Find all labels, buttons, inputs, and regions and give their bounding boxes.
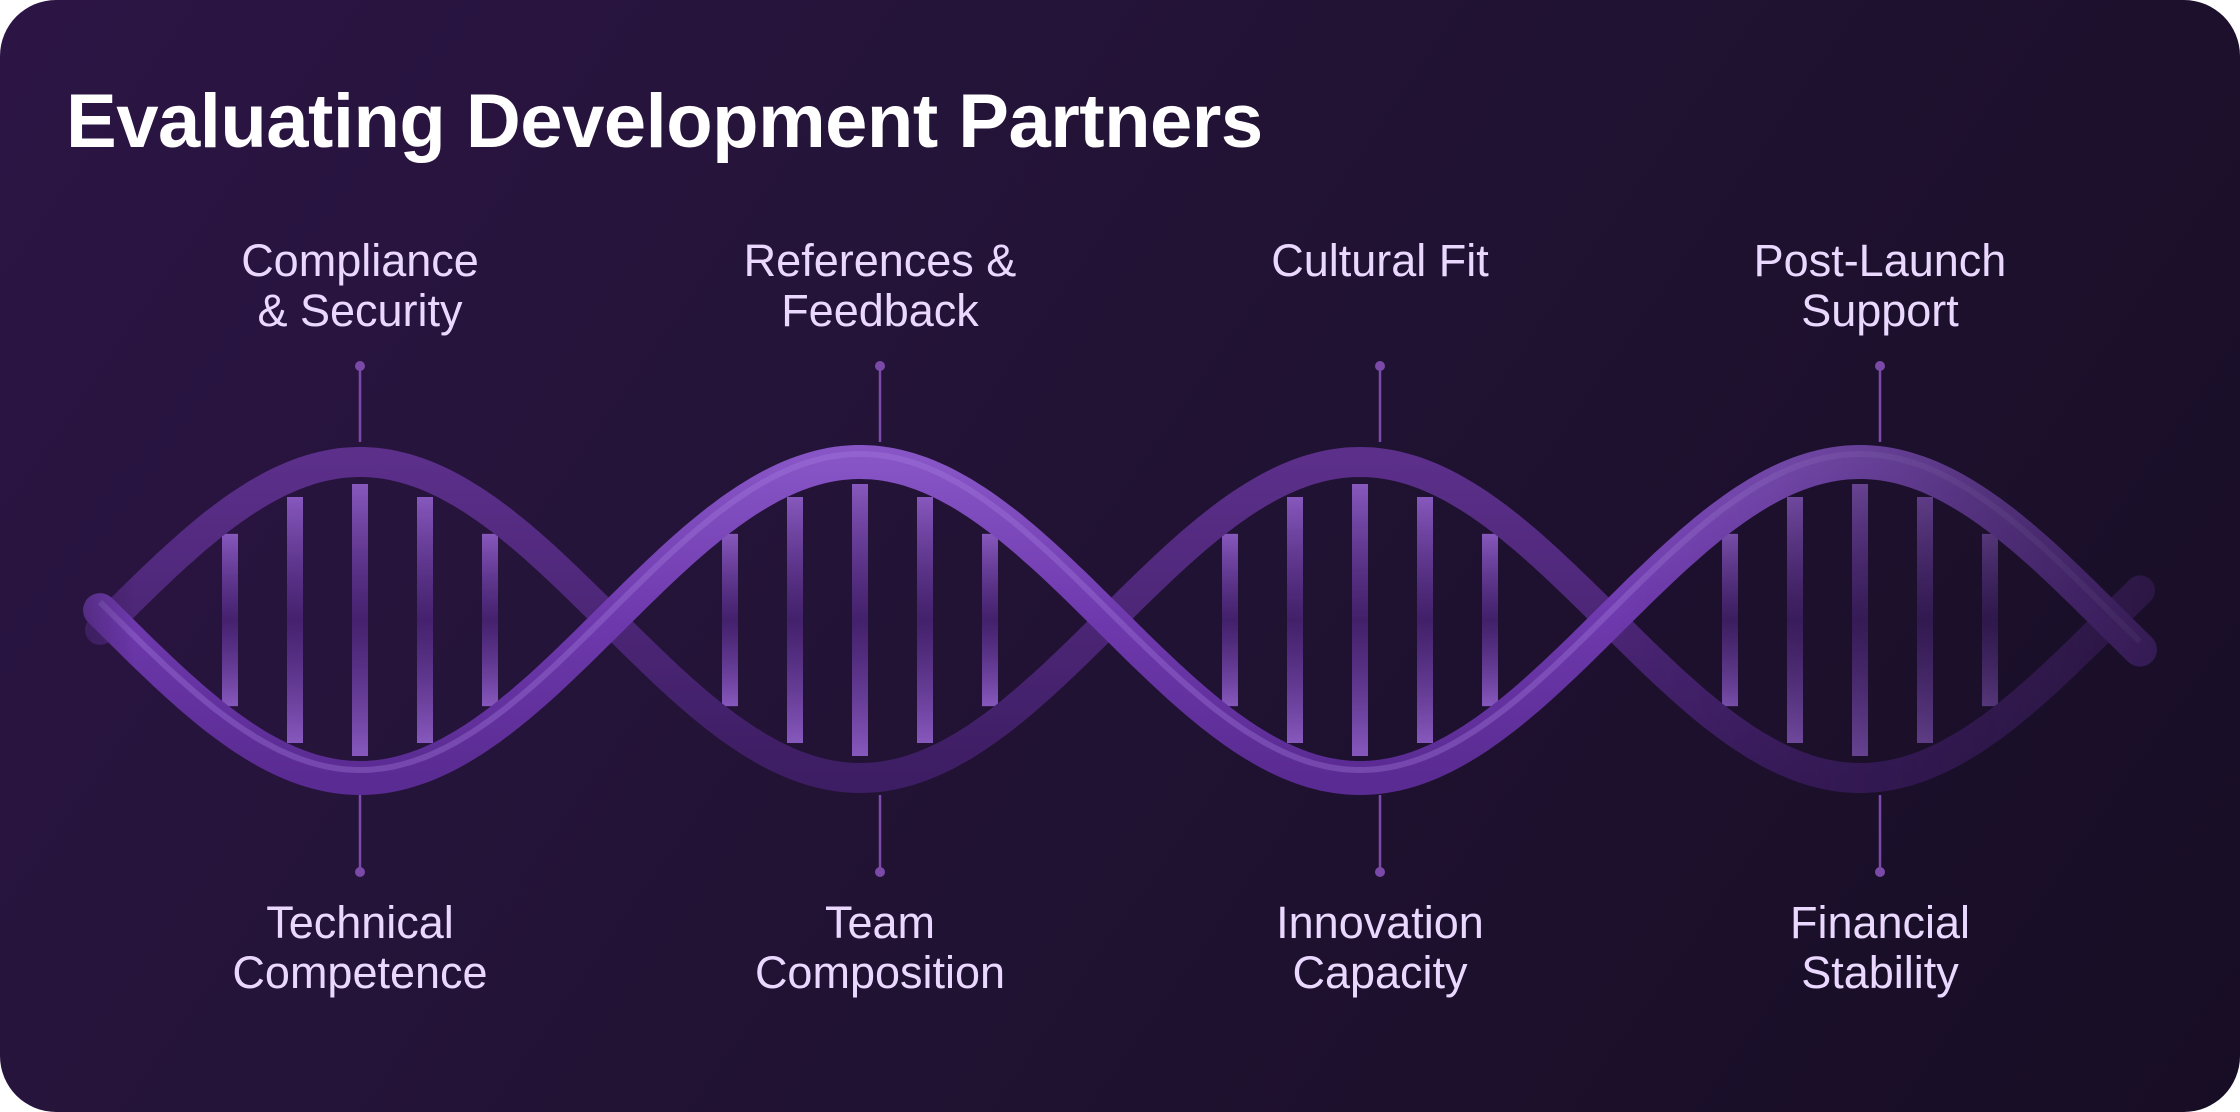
helix-rung xyxy=(1482,533,1498,707)
helix-rung xyxy=(787,496,803,744)
label-connectors xyxy=(355,361,1885,877)
criterion-innovation-capacity: Innovation Capacity xyxy=(1276,897,1484,998)
criterion-compliance-security: Compliance & Security xyxy=(241,235,479,336)
helix-rung xyxy=(287,496,303,744)
helix-rung xyxy=(1222,533,1238,707)
connector-dot xyxy=(875,867,885,877)
helix-rung xyxy=(1982,533,1998,707)
helix-rung xyxy=(1722,533,1738,707)
criterion-financial-stability: Financial Stability xyxy=(1789,897,1971,998)
connector-dot xyxy=(1375,867,1385,877)
helix-rung xyxy=(852,484,868,756)
helix-rungs xyxy=(222,484,1998,756)
helix-rung xyxy=(417,496,433,744)
helix-rung xyxy=(1417,496,1433,744)
criterion-cultural-fit: Cultural Fit xyxy=(1271,235,1489,286)
page-title: Evaluating Development Partners xyxy=(66,79,1263,164)
helix-rung xyxy=(1287,496,1303,744)
connector-dot xyxy=(355,867,365,877)
helix-rung xyxy=(482,533,498,707)
helix-strand-front xyxy=(83,445,2157,796)
helix-rung xyxy=(352,484,368,756)
helix-rung xyxy=(722,533,738,707)
helix-rung xyxy=(1917,496,1933,744)
helix-rung xyxy=(222,533,238,707)
criterion-references-feedback: References & Feedback xyxy=(743,235,1017,336)
helix-rung xyxy=(982,533,998,707)
criterion-post-launch-support: Post-Launch Support xyxy=(1753,235,2007,336)
helix-rung xyxy=(1787,496,1803,744)
connector-dot xyxy=(1875,867,1885,877)
helix-rung xyxy=(917,496,933,744)
helix-rung xyxy=(1352,484,1368,756)
criterion-team-composition: Team Composition xyxy=(754,897,1006,998)
helix-rung xyxy=(1852,484,1868,756)
criterion-technical-competence: Technical Competence xyxy=(232,897,488,998)
helix-strand-highlight xyxy=(97,451,2143,774)
